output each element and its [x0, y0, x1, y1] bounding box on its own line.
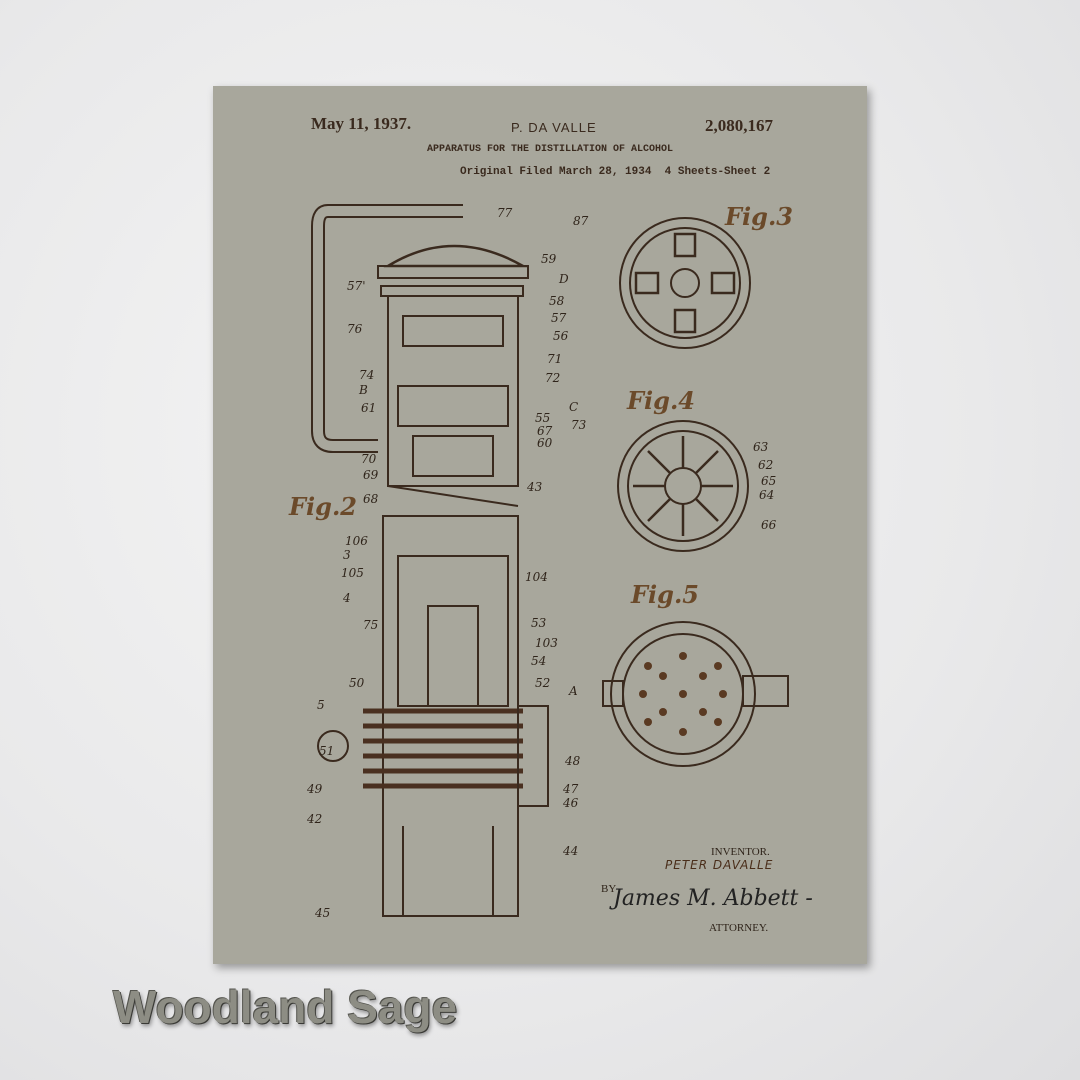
- part-number-callout: 4: [343, 591, 351, 605]
- part-number-callout: 71: [547, 352, 563, 366]
- part-number-callout: 53: [531, 616, 547, 630]
- part-number-callout: 64: [759, 488, 775, 502]
- part-number-callout: 66: [761, 518, 777, 532]
- part-number-callout: 73: [571, 418, 587, 432]
- sheets-text: 4 Sheets-Sheet 2: [664, 166, 771, 178]
- part-number-callout: 62: [758, 458, 774, 472]
- part-number-callout: 103: [535, 636, 558, 650]
- part-number-callout: 3: [343, 548, 351, 562]
- part-number-callout: 87: [573, 214, 589, 228]
- part-number-callout: B: [359, 383, 368, 397]
- part-number-callout: 68: [363, 492, 379, 506]
- part-number-callout: 51: [319, 744, 335, 758]
- part-number-callout: 77: [497, 206, 513, 220]
- part-number-callout: 57: [551, 311, 567, 325]
- part-number-callout: 48: [565, 754, 581, 768]
- part-number-callout: 65: [761, 474, 777, 488]
- patent-number: 2,080,167: [705, 116, 773, 135]
- part-number-callout: 104: [525, 570, 548, 584]
- part-number-callout: 60: [537, 436, 553, 450]
- part-number-callout: 70: [361, 452, 377, 466]
- fig-4-label: Fig.4: [627, 386, 695, 415]
- fig-5-label: Fig.5: [631, 580, 699, 609]
- fig-2-label: Fig.2: [289, 492, 357, 521]
- part-number-callout: 45: [315, 906, 331, 920]
- part-number-callout: 106: [345, 534, 368, 548]
- fig-3-label: Fig.3: [725, 202, 793, 231]
- part-number-callout: 57': [347, 279, 366, 293]
- part-number-callout: A: [569, 684, 578, 698]
- part-number-callout: 74: [359, 368, 375, 382]
- part-number-callout: 50: [349, 676, 365, 690]
- part-number-callout: 44: [563, 844, 579, 858]
- part-number-callout: 5: [317, 698, 325, 712]
- patent-print: May 11, 1937. P. DA VALLE 2,080,167 APPA…: [213, 86, 867, 964]
- part-number-callout: 61: [361, 401, 377, 415]
- part-number-callout: 46: [563, 796, 579, 810]
- patent-title: APPARATUS FOR THE DISTILLATION OF ALCOHO…: [427, 144, 674, 155]
- attorney-label: ATTORNEY.: [709, 922, 769, 934]
- part-number-callout: C: [569, 400, 579, 414]
- part-number-callout: 55: [535, 411, 551, 425]
- part-number-callout: 42: [307, 812, 323, 826]
- part-number-callout: 54: [531, 654, 547, 668]
- part-number-callout: D: [559, 272, 569, 286]
- product-color-caption: Woodland Sage: [113, 981, 458, 1033]
- part-number-callout: 105: [341, 566, 364, 580]
- part-number-callout: 56: [553, 329, 569, 343]
- part-number-callout: 72: [545, 371, 561, 385]
- part-number-callout: 47: [563, 782, 579, 796]
- filed-text: Original Filed March 28, 1934: [460, 166, 652, 178]
- distillation-apparatus-drawing: [311, 204, 789, 917]
- attorney-signature: James M. Abbett -: [613, 886, 813, 911]
- part-number-callout: 63: [753, 440, 769, 454]
- inventor-name: PETER DAVALLE: [665, 858, 774, 872]
- by-label: BY: [601, 883, 617, 895]
- part-number-callout: 59: [541, 252, 557, 266]
- patent-date: May 11, 1937.: [311, 114, 412, 133]
- inventor-short: P. DA VALLE: [511, 120, 597, 135]
- part-number-callout: 43: [527, 480, 543, 494]
- part-number-callout: 75: [363, 618, 379, 632]
- inventor-label: INVENTOR.: [711, 846, 770, 858]
- part-number-callout: 58: [549, 294, 565, 308]
- part-number-callout: 49: [307, 782, 323, 796]
- part-number-callout: 69: [363, 468, 379, 482]
- part-number-callout: 52: [535, 676, 551, 690]
- filed-date: Original Filed March 28, 1934 4 Sheets-S…: [460, 166, 770, 178]
- part-number-callout: 76: [347, 322, 363, 336]
- part-number-callout: 67: [537, 424, 553, 438]
